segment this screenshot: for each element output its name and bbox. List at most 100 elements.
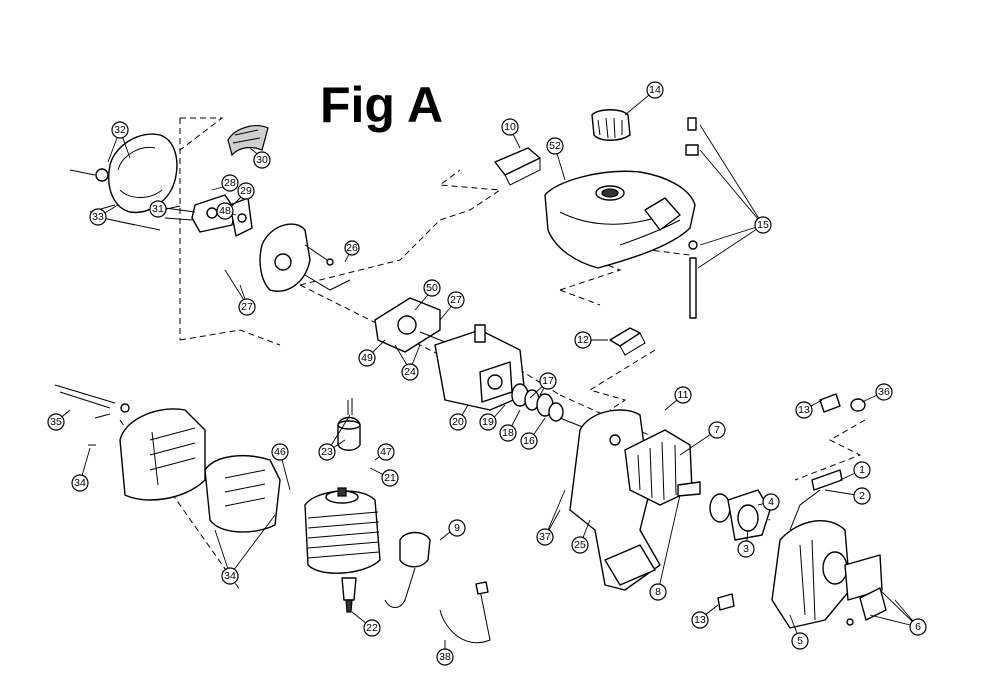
svg-text:46: 46 [274, 446, 286, 458]
svg-text:19: 19 [482, 416, 494, 428]
svg-text:15: 15 [757, 219, 769, 231]
callout-1: 1 [853, 461, 871, 479]
callout-4: 4 [762, 493, 780, 511]
svg-text:4: 4 [768, 496, 774, 508]
svg-text:6: 6 [915, 621, 921, 633]
starter-cover [69, 133, 178, 214]
fuel-tank [544, 170, 696, 269]
callout-13a: 13 [795, 401, 813, 419]
figure-title: Fig A [320, 77, 443, 133]
callout-5: 5 [791, 632, 809, 650]
svg-text:17: 17 [542, 375, 554, 387]
callout-23: 23 [318, 443, 336, 461]
svg-text:32: 32 [114, 124, 126, 136]
callouts: 32 33 30 28 29 31 48 27 26 50 27 49 24 1… [47, 81, 927, 666]
svg-text:34: 34 [74, 477, 86, 489]
svg-text:20: 20 [452, 416, 464, 428]
svg-text:12: 12 [577, 334, 589, 346]
callout-30: 30 [253, 151, 271, 169]
callout-31: 31 [149, 200, 167, 218]
callout-3: 3 [737, 540, 755, 558]
svg-text:49: 49 [361, 352, 373, 364]
spark-plug [341, 577, 357, 613]
callout-17: 17 [539, 372, 557, 390]
callout-35: 35 [47, 413, 65, 431]
svg-text:13: 13 [694, 614, 706, 626]
cylinder [304, 487, 381, 574]
callout-38: 38 [436, 648, 454, 666]
svg-text:26: 26 [346, 242, 358, 254]
svg-text:16: 16 [523, 435, 535, 447]
carburetor [164, 194, 253, 237]
callout-11: 11 [674, 386, 692, 404]
fuel-tank-mount-plate [259, 223, 351, 292]
callout-21: 21 [381, 469, 399, 487]
svg-text:9: 9 [454, 522, 460, 534]
callout-27b: 27 [447, 291, 465, 309]
ignition-module [384, 531, 431, 608]
callout-32: 32 [111, 121, 129, 139]
callout-19: 19 [479, 413, 497, 431]
callout-29: 29 [237, 182, 255, 200]
callout-34a: 34 [71, 474, 89, 492]
callout-6: 6 [909, 618, 927, 636]
svg-text:52: 52 [549, 140, 561, 152]
svg-text:7: 7 [714, 424, 720, 436]
svg-text:47: 47 [380, 446, 392, 458]
svg-text:27: 27 [241, 301, 253, 313]
muffler [204, 455, 281, 533]
callout-20: 20 [449, 413, 467, 431]
svg-text:30: 30 [256, 154, 268, 166]
engine-housing [569, 409, 661, 591]
svg-text:25: 25 [574, 539, 586, 551]
callout-26: 26 [344, 240, 360, 256]
callout-28: 28 [221, 174, 239, 192]
callout-22: 22 [363, 619, 381, 637]
svg-text:18: 18 [502, 427, 514, 439]
svg-text:13: 13 [798, 404, 810, 416]
svg-text:37: 37 [539, 531, 551, 543]
callout-2: 2 [853, 487, 871, 505]
callout-14: 14 [646, 81, 664, 99]
svg-text:35: 35 [50, 416, 62, 428]
recoil-starter-housing [771, 469, 883, 629]
svg-text:38: 38 [439, 651, 451, 663]
svg-text:8: 8 [655, 586, 661, 598]
callout-33: 33 [89, 208, 107, 226]
tank-mount-screws [685, 117, 699, 319]
tank-bracket-upper [494, 147, 541, 186]
callout-18: 18 [499, 424, 517, 442]
callout-8: 8 [649, 583, 667, 601]
air-filter-element [227, 125, 269, 157]
bearings-and-seals [511, 383, 596, 433]
callout-52: 52 [546, 137, 564, 155]
callout-34b: 34 [221, 567, 239, 585]
fuel-cap [591, 109, 631, 141]
svg-text:28: 28 [224, 177, 236, 189]
callout-37: 37 [536, 528, 554, 546]
svg-text:33: 33 [92, 211, 104, 223]
svg-text:36: 36 [878, 386, 890, 398]
svg-text:11: 11 [678, 389, 689, 401]
svg-text:22: 22 [366, 622, 378, 634]
spark-plug-wire [439, 581, 491, 644]
callout-10: 10 [501, 118, 519, 136]
svg-text:29: 29 [240, 185, 252, 197]
svg-text:1: 1 [859, 464, 865, 476]
callout-48: 48 [216, 202, 234, 220]
callout-49: 49 [358, 349, 376, 367]
svg-text:34: 34 [224, 570, 236, 582]
tank-bracket-lower [609, 327, 646, 356]
flywheel [624, 429, 701, 506]
callout-16: 16 [520, 432, 538, 450]
svg-text:2: 2 [859, 490, 865, 502]
svg-text:31: 31 [152, 203, 164, 215]
callout-13b: 13 [691, 611, 709, 629]
callout-12: 12 [574, 331, 592, 349]
svg-text:27: 27 [450, 294, 462, 306]
svg-text:21: 21 [384, 472, 396, 484]
starter-pulley [709, 489, 771, 541]
svg-text:5: 5 [797, 635, 803, 647]
svg-text:23: 23 [321, 446, 333, 458]
